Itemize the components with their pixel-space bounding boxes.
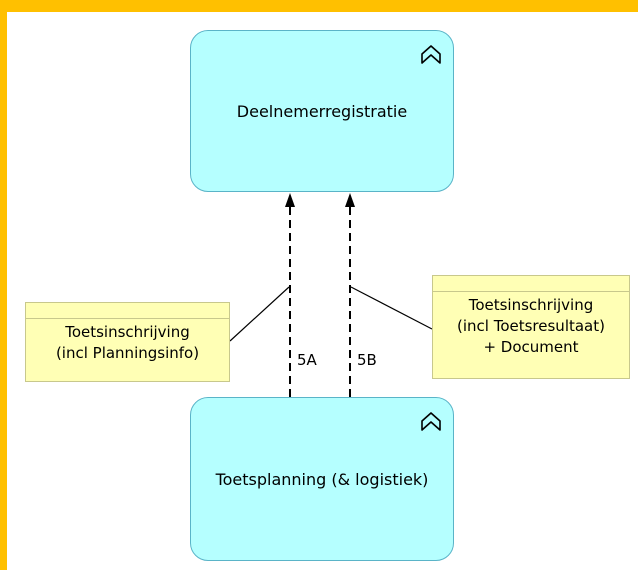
data-object-line: (incl Planningsinfo): [55, 344, 200, 362]
data-object-line: Toetsinschrijving: [468, 296, 594, 314]
service-label: Deelnemerregistratie: [236, 101, 408, 121]
data-object-line: + Document: [483, 338, 579, 356]
flow-arrow-5a: [285, 193, 295, 207]
flow-label-5b: 5B: [357, 351, 377, 369]
flow-label-5a: 5A: [297, 351, 317, 369]
application-service-icon: [421, 412, 441, 431]
application-service-icon: [421, 45, 441, 64]
service-deelnemerregistratie[interactable]: Deelnemerregistratie: [190, 30, 454, 192]
data-object-header-band: [433, 276, 629, 292]
flow-arrow-5b: [345, 193, 355, 207]
data-object-line: (incl Toetsresultaat): [457, 317, 605, 335]
association-line-left[interactable]: [229, 286, 290, 342]
data-object-header-band: [26, 303, 229, 319]
data-object-line: Toetsinschrijving: [65, 323, 190, 341]
service-label: Toetsplanning (& logistiek): [215, 469, 429, 489]
service-toetsplanning[interactable]: Toetsplanning (& logistiek): [190, 397, 454, 561]
data-object-planningsinfo[interactable]: Toetsinschrijving (incl Planningsinfo): [25, 302, 230, 382]
association-line-right[interactable]: [350, 286, 433, 330]
data-object-toetsresultaat[interactable]: Toetsinschrijving (incl Toetsresultaat) …: [432, 275, 630, 379]
